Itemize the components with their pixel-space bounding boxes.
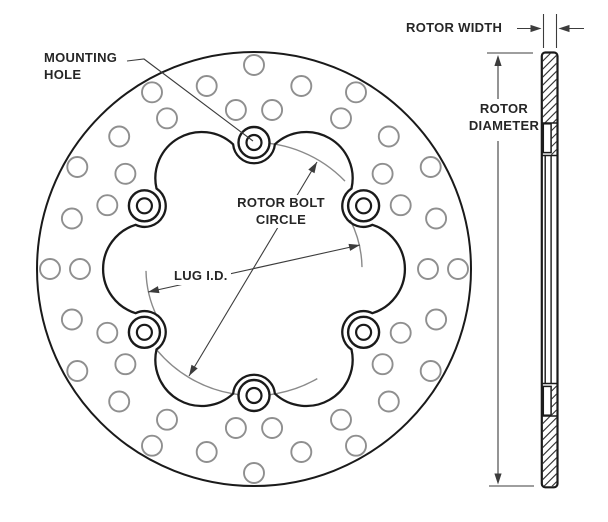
rotor-diameter-label-line2: DIAMETER xyxy=(468,117,540,133)
rotor-side-view xyxy=(540,51,559,489)
rotor-width-label: ROTOR WIDTH xyxy=(406,20,503,35)
lug-id-label: LUG I.D. xyxy=(171,268,231,285)
rotor-bolt-circle-label-line1: ROTOR BOLT xyxy=(237,195,325,210)
rotor-diameter-label-line1: ROTOR xyxy=(479,101,529,116)
mounting-hole-label-line1: MOUNTING xyxy=(44,50,118,65)
mounting-hole-label-line2: HOLE xyxy=(44,66,82,82)
rotor-front-view xyxy=(36,51,472,487)
rotor-bolt-circle-label-line2: CIRCLE xyxy=(255,211,307,227)
